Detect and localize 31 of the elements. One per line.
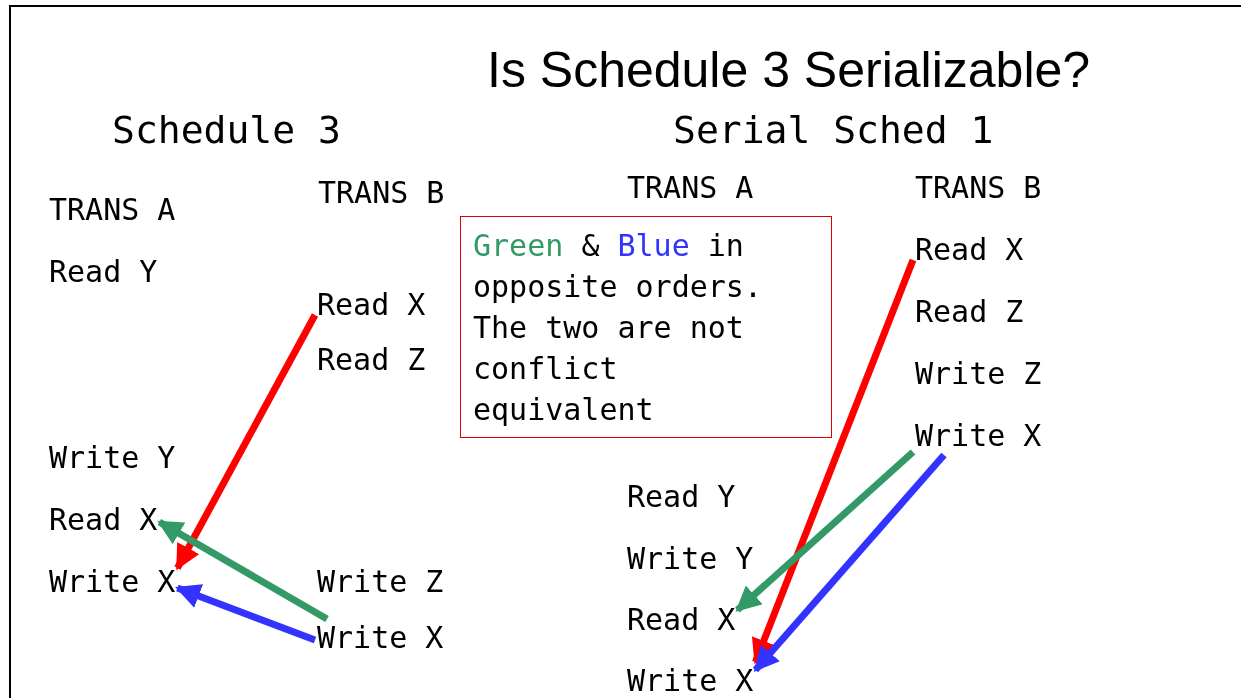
operation-text: Write X — [49, 565, 176, 599]
slide-title: Is Schedule 3 Serializable? — [487, 42, 1091, 98]
column-heading: Schedule 3 — [112, 108, 341, 152]
operation-text: Read X — [317, 288, 426, 322]
arrow — [174, 313, 319, 571]
operation-text: TRANS A — [49, 193, 176, 227]
column-heading: Serial Sched 1 — [673, 108, 994, 152]
arrow — [752, 258, 917, 665]
note-text: Green & Blue in opposite orders. The two are not conflict equivalent — [473, 227, 763, 429]
operation-text: TRANS B — [318, 176, 445, 210]
operation-text: Read X — [49, 503, 158, 537]
arrow — [735, 449, 916, 613]
operation-text: TRANS A — [627, 171, 754, 205]
operation-text: Read Y — [627, 480, 736, 514]
operation-text: Write Y — [49, 441, 176, 475]
arrow — [157, 518, 329, 623]
operation-text: Read X — [627, 603, 736, 637]
arrow — [175, 584, 317, 644]
operation-text: Write X — [627, 664, 754, 698]
operation-text: Read X — [915, 233, 1024, 267]
operation-text: Read Y — [49, 255, 158, 289]
operation-text: TRANS B — [915, 171, 1042, 205]
operation-text: Read Z — [915, 295, 1024, 329]
operation-text: Write Z — [317, 565, 444, 599]
operation-text: Write X — [317, 621, 444, 655]
arrow — [752, 452, 947, 673]
operation-text: Write Z — [915, 357, 1042, 391]
operation-text: Write X — [915, 419, 1042, 453]
operation-text: Read Z — [317, 343, 426, 377]
operation-text: Write Y — [627, 542, 754, 576]
note-box — [460, 216, 832, 438]
